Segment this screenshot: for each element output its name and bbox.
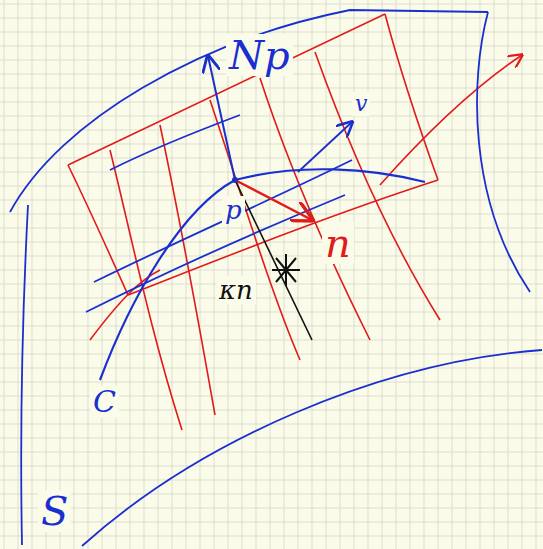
curvature-center [272, 254, 300, 286]
curvature-line [235, 180, 312, 340]
point-p [232, 177, 238, 183]
surface-label: S [38, 490, 71, 532]
tangent-label: v [352, 92, 370, 116]
coordinate-patch [68, 14, 522, 430]
principal-normal [235, 180, 312, 220]
curve-c [100, 169, 425, 380]
normal-label: Np [226, 34, 293, 76]
surface-outline [10, 10, 542, 546]
point-label: p [222, 196, 245, 224]
principal-normal-label: n [322, 222, 354, 264]
curvature-label: κn [216, 276, 256, 304]
curve-label: C [90, 386, 119, 418]
tangent-vector [298, 122, 352, 172]
